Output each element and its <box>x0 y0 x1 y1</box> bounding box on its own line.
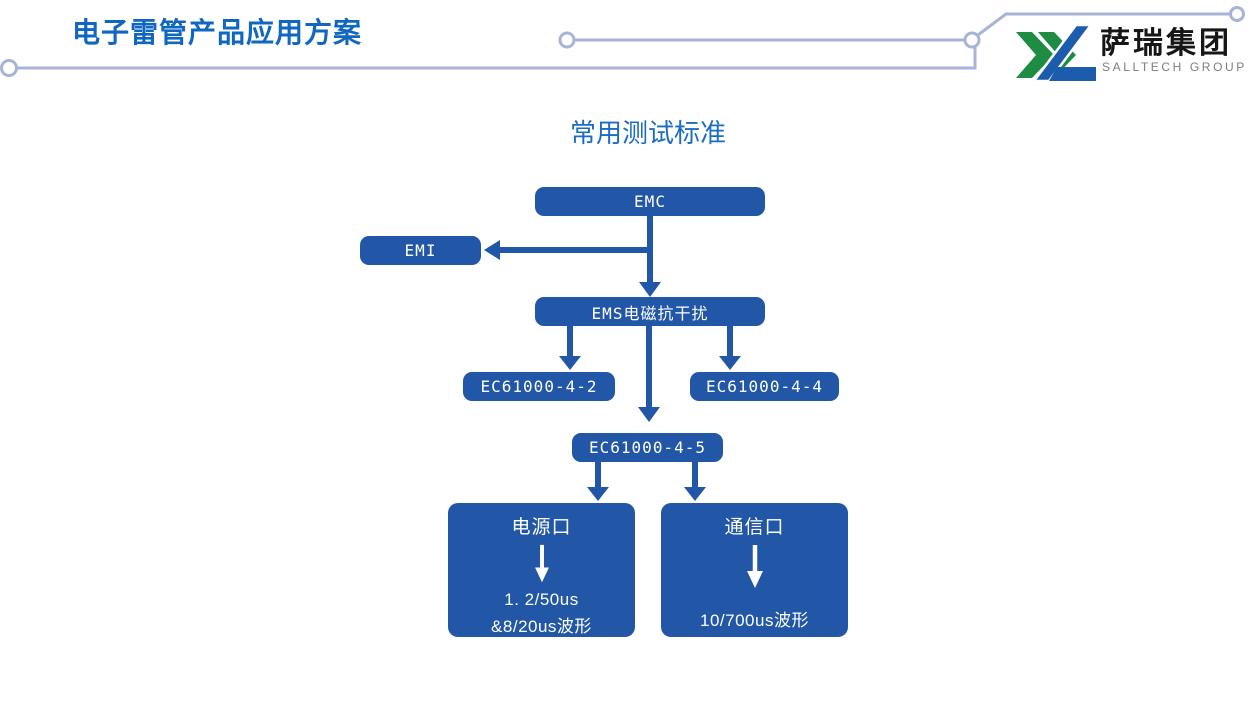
decor-circle-top-right <box>1229 6 1245 22</box>
node-ec61000-4-5-label: EC61000-4-5 <box>589 438 706 457</box>
diagram-subtitle: 常用测试标准 <box>569 118 726 148</box>
arrowhead-ems-ec45 <box>638 407 660 422</box>
decor-circle-left <box>0 59 18 77</box>
decor-circle-mid-left <box>558 31 576 49</box>
arrowhead-ec45-comm <box>684 487 706 501</box>
logo-company-name: 萨瑞集团 <box>1100 27 1232 60</box>
page-title: 电子雷管产品应用方案 <box>72 17 363 48</box>
arrowhead-ems-ec44 <box>719 356 741 370</box>
power-port-waveform-line2: &8/20us波形 <box>491 617 592 636</box>
comm-port-title: 通信口 <box>724 517 785 538</box>
node-ec61000-4-5: EC61000-4-5 <box>572 433 723 462</box>
node-emc: EMC <box>535 187 765 216</box>
node-ec61000-4-2: EC61000-4-2 <box>463 372 615 401</box>
salltech-logo-icon <box>1016 25 1096 81</box>
down-arrow-icon <box>746 545 763 588</box>
arrowhead-ec45-power <box>587 487 609 501</box>
node-emi-label: EMI <box>404 241 437 260</box>
logo-company-name-en: SALLTECH GROUP <box>1102 60 1247 74</box>
arrowhead-ems-ec42 <box>559 356 581 370</box>
node-ec61000-4-4: EC61000-4-4 <box>690 372 839 401</box>
node-power-port: 电源口 1. 2/50us &8/20us波形 <box>448 503 635 637</box>
node-emc-label: EMC <box>634 192 666 211</box>
node-emi: EMI <box>360 236 481 265</box>
node-ems-label: EMS电磁抗干扰 <box>591 303 709 323</box>
down-arrow-icon <box>534 544 549 583</box>
power-port-title: 电源口 <box>511 517 572 538</box>
decor-circle-mid-right <box>963 31 981 49</box>
node-ec61000-4-2-label: EC61000-4-2 <box>480 377 598 396</box>
node-comm-port: 通信口 10/700us波形 <box>661 503 848 637</box>
arrowhead-emc-ems <box>639 282 661 297</box>
arrowhead-emc-emi <box>484 240 500 260</box>
comm-port-waveform-line1: 10/700us波形 <box>700 611 809 630</box>
header-decor-lines <box>0 6 1245 77</box>
node-ec61000-4-4-label: EC61000-4-4 <box>706 377 823 396</box>
node-ems: EMS电磁抗干扰 <box>535 297 765 326</box>
power-port-waveform-line1: 1. 2/50us <box>504 590 579 609</box>
